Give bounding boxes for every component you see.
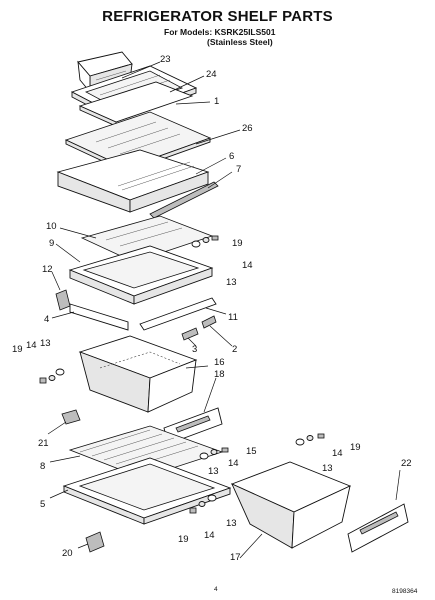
callout-19-right: 19	[350, 442, 361, 453]
callout-23: 23	[160, 54, 171, 65]
callout-19-left: 19	[12, 344, 23, 355]
page-number: 4	[214, 586, 218, 593]
callout-13-right: 13	[322, 463, 333, 474]
fastener-group-bottom	[189, 494, 217, 514]
callout-1: 1	[214, 96, 219, 107]
fastener-group-left	[39, 368, 65, 384]
part-7-humidity-control	[149, 181, 219, 219]
part-21-bracket	[61, 409, 81, 425]
leader-lines	[47, 61, 401, 559]
fastener-group-upper	[191, 235, 219, 248]
diagram-title: REFRIGERATOR SHELF PARTS	[102, 8, 333, 25]
callout-10: 10	[46, 221, 57, 232]
callout-17: 17	[230, 552, 241, 563]
callout-11: 11	[228, 312, 238, 323]
callout-14-right: 14	[332, 448, 343, 459]
callout-14-bottom: 14	[204, 530, 215, 541]
callout-22: 22	[401, 458, 412, 469]
callout-19-bottom: 19	[178, 534, 189, 545]
part-5-bottom-frame	[62, 457, 232, 525]
part-16-pan-drawer	[78, 335, 198, 413]
callout-20: 20	[62, 548, 73, 559]
fastener-group-right	[295, 433, 325, 446]
part-22-drawer-front	[347, 503, 409, 553]
callout-2: 2	[232, 344, 237, 355]
callout-3: 3	[192, 344, 197, 355]
callout-24: 24	[206, 69, 217, 80]
callout-18: 18	[214, 369, 225, 380]
callout-19-upper: 19	[232, 238, 243, 249]
part-11-right-rail	[139, 297, 217, 331]
callout-13-upper: 13	[226, 277, 237, 288]
callout-4: 4	[44, 314, 49, 325]
part-3-rail-clip	[181, 327, 199, 341]
callout-26: 26	[242, 123, 253, 134]
callout-15: 15	[246, 446, 257, 457]
callout-5: 5	[40, 499, 45, 510]
callout-7: 7	[236, 164, 241, 175]
part-9-crisper-frame	[68, 245, 214, 305]
callout-6: 6	[229, 151, 234, 162]
callout-12: 12	[42, 264, 53, 275]
callout-16: 16	[214, 357, 225, 368]
callout-8: 8	[40, 461, 45, 472]
callout-21: 21	[38, 438, 49, 449]
callout-14-middle: 14	[228, 458, 239, 469]
callout-labels: 23 24 1 26 6 7 10 9 19 14 13 12 4 11 3 2…	[12, 54, 412, 563]
models-line: For Models: KSRK25ILS501	[164, 27, 276, 37]
callout-13-bottom: 13	[226, 518, 237, 529]
part-2-rail-clip	[201, 315, 217, 329]
part-17-pan-drawer	[230, 461, 352, 549]
part-20-end-cap	[85, 531, 105, 553]
finish-line: (Stainless Steel)	[207, 37, 273, 47]
part-6-crisper-cover	[56, 149, 210, 213]
callout-14-left: 14	[26, 340, 37, 351]
part-12-left-bracket	[55, 289, 71, 311]
document-number: 8198364	[392, 588, 418, 595]
callout-9: 9	[49, 238, 54, 249]
callout-14-upper: 14	[242, 260, 253, 271]
callout-13-middle: 13	[208, 466, 219, 477]
part-4-left-rail	[69, 303, 129, 331]
callout-13-left: 13	[40, 338, 51, 349]
fastener-group-middle	[199, 447, 229, 460]
